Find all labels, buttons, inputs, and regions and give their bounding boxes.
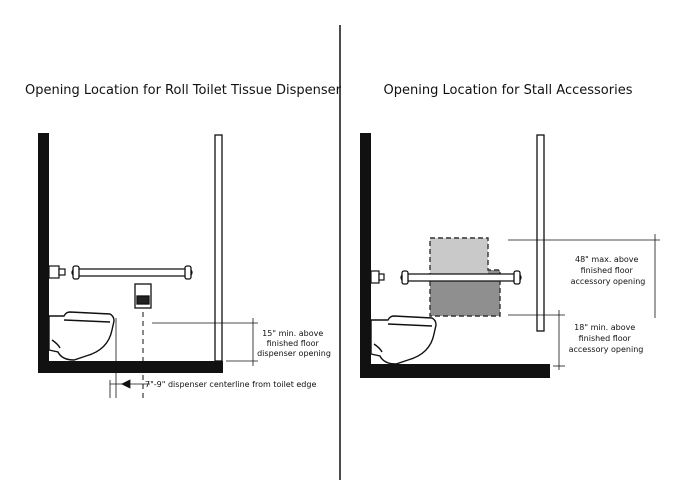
right-panel: Opening Location for Stall Accessories (360, 83, 660, 378)
right-grab-bar (400, 270, 522, 285)
upper-height-note: 48" max. above finished floor accessory … (571, 255, 646, 286)
lower-height-note: 18" min. above finished floor accessory … (569, 323, 644, 354)
right-panel-title: Opening Location for Stall Accessories (384, 83, 633, 98)
right-stall-partition (536, 134, 545, 332)
roll-tissue-dispenser (134, 283, 152, 309)
right-flush-valve (370, 270, 385, 284)
accessory-opening-zone (429, 237, 501, 317)
centerline-note: 7"-9" dispenser centerline from toilet e… (145, 380, 316, 389)
left-wall (38, 133, 49, 373)
left-panel-title: Opening Location for Roll Toilet Tissue … (25, 83, 342, 98)
left-toilet (48, 311, 115, 361)
left-flush-valve (48, 265, 66, 279)
centerline-dimension (109, 379, 150, 398)
left-height-note: 15" min. above finished floor dispenser … (257, 329, 331, 358)
right-wall (360, 133, 371, 378)
left-stall-partition (214, 134, 223, 362)
right-floor (360, 364, 550, 378)
left-panel: Opening Location for Roll Toilet Tissue … (25, 83, 342, 398)
left-floor (38, 361, 223, 373)
right-toilet (370, 315, 437, 365)
left-grab-bar (71, 265, 193, 280)
